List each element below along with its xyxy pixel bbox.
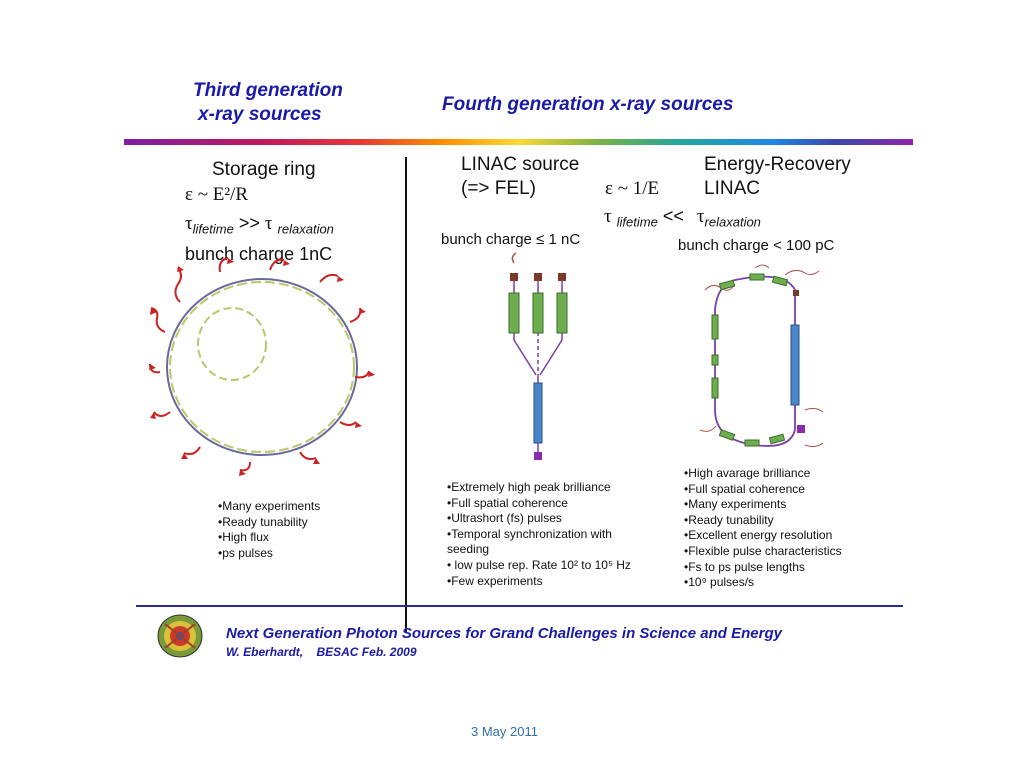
tau-lifetime-sub: lifetime: [192, 221, 234, 237]
footer-author-name: W. Eberhardt,: [226, 645, 304, 659]
erl-title-line1: Energy-Recovery: [704, 154, 851, 175]
slide-date: 3 May 2011: [471, 724, 538, 739]
fourth-generation-title: Fourth generation x-ray sources: [442, 94, 734, 115]
linac-bullets: •Extremely high peak brilliance •Full sp…: [447, 480, 631, 589]
erl-title: Energy-Recovery LINAC: [704, 153, 851, 201]
besac-logo-icon: [157, 614, 203, 658]
bullet-item: •ps pulses: [218, 545, 273, 560]
linac-title-line2: (=> FEL): [461, 178, 536, 199]
erl-diagram: [699, 264, 824, 448]
erl-charge: bunch charge < 100 pC: [678, 237, 835, 254]
bullet-item: •Ready tunability: [684, 512, 774, 527]
relation-symbol: <<: [662, 206, 684, 226]
storage-ring-emittance: ε ~ E²/R: [185, 184, 249, 205]
bullet-item: •Ready tunability: [218, 514, 308, 529]
tau-relaxation-sub: relaxation: [277, 221, 334, 237]
bullet-item: •Extremely high peak brilliance: [447, 480, 611, 494]
storage-ring-bullets: •Many experiments •Ready tunability •Hig…: [218, 499, 320, 561]
bullet-item: •Fs to ps pulse lengths: [684, 559, 805, 574]
bullet-item: •Few experiments: [447, 573, 543, 588]
linac-tau-relation: τ lifetime << τrelaxation: [604, 206, 761, 230]
bullet-item: •Full spatial coherence: [684, 481, 805, 496]
bullet-item: •Ultrashort (fs) pulses: [447, 511, 562, 526]
bullet-item: •Full spatial coherence: [447, 495, 568, 510]
storage-ring-diagram: [149, 257, 375, 476]
bullet-item: •Many experiments: [218, 499, 321, 513]
third-generation-line1: Third generation: [193, 80, 343, 101]
relation-symbol: >>: [238, 213, 260, 233]
erl-bullets: •High avarage brilliance •Full spatial c…: [684, 466, 842, 591]
tau-symbol: τ: [185, 213, 193, 234]
bullet-item: •Excellent energy resolution: [684, 528, 833, 543]
bullet-item: •10⁹ pulses/s: [684, 575, 755, 590]
column-divider: [405, 157, 407, 632]
bullet-item: •High flux: [218, 530, 269, 545]
footer-title: Next Generation Photon Sources for Grand…: [226, 625, 782, 642]
linac-diagram: [508, 252, 568, 460]
third-generation-title: Third generation x-ray sources: [193, 79, 343, 127]
bullet-item: • low pulse rep. Rate 10² to 10⁵ Hz: [447, 557, 631, 572]
footer-divider: [136, 605, 903, 607]
footer-venue: BESAC Feb. 2009: [316, 645, 417, 659]
tau-relaxation-sub: relaxation: [704, 214, 761, 230]
third-generation-line2: x-ray sources: [198, 104, 322, 125]
footer-author: W. Eberhardt, BESAC Feb. 2009: [226, 645, 417, 659]
linac-charge: bunch charge ≤ 1 nC: [441, 231, 581, 248]
tau-symbol: τ: [604, 206, 612, 227]
tau-symbol: τ: [264, 213, 273, 234]
bullet-item: •Many experiments: [684, 497, 787, 512]
linac-title: LINAC source (=> FEL): [461, 153, 579, 201]
linac-title-line1: LINAC source: [461, 154, 580, 175]
bullet-item: •High avarage brilliance: [684, 466, 811, 480]
linac-emittance: ε ~ 1/E: [605, 178, 660, 199]
bullet-item: •Temporal synchronization with: [447, 526, 612, 541]
storage-ring-tau-relation: τlifetime >> τ relaxation: [185, 213, 334, 237]
bullet-item: seeding: [447, 542, 490, 557]
storage-ring-title: Storage ring: [212, 159, 316, 180]
spectrum-divider: [124, 139, 913, 145]
erl-title-line2: LINAC: [704, 178, 760, 199]
tau-lifetime-sub: lifetime: [616, 214, 658, 230]
tau-symbol: τ: [696, 206, 705, 227]
bullet-item: •Flexible pulse characteristics: [684, 543, 842, 558]
storage-ring-charge: bunch charge 1nC: [185, 244, 333, 264]
